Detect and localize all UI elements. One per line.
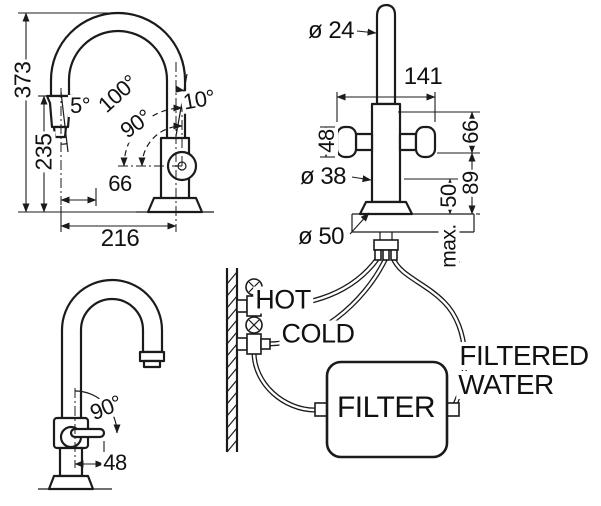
swivel-10-angle-label: 10°	[179, 84, 219, 115]
hot-water-label: HOT	[253, 284, 313, 315]
dim-total-height-label: 373	[9, 59, 36, 101]
dim-handle-48-label: 48	[314, 127, 339, 155]
lever	[69, 427, 106, 439]
side-view-faucet	[18, 11, 214, 232]
handle-48-dim-label: 48	[101, 450, 129, 475]
dim-reach-216-label: 216	[98, 225, 142, 252]
max-depth-label: max.	[437, 222, 461, 270]
handle-view-faucet	[38, 278, 166, 491]
cold-valve	[236, 316, 271, 355]
filtered-water-label-line2: WATER	[456, 369, 556, 400]
wall	[225, 268, 239, 453]
escutcheon	[358, 200, 414, 216]
spout-tube	[375, 3, 397, 106]
aerator	[138, 350, 166, 363]
cold-water-label: COLD	[279, 318, 357, 349]
dim-outlet-height-label: 235	[30, 131, 57, 173]
counter-slab	[351, 213, 475, 233]
base	[47, 474, 95, 491]
body-diameter-label: ø 38	[297, 163, 349, 190]
spray-tilt-angle-label: 5°	[67, 93, 93, 118]
body	[370, 102, 402, 204]
dim-offset-66-label: 66	[106, 171, 134, 196]
filtered-water-label-line1: FILTERED	[457, 340, 591, 371]
filter-label: FILTER	[334, 391, 438, 424]
front-view-faucet	[320, 3, 480, 263]
dim-width-141-label: 141	[401, 63, 445, 90]
base-diameter-label: ø 50	[295, 223, 347, 250]
dim-50-right-label: 50	[436, 182, 461, 210]
spout-diameter-label: ø 24	[305, 17, 357, 44]
dim-66-right-label: 66	[458, 118, 483, 146]
left-handle	[335, 125, 358, 159]
dim-89-right-label: 89	[458, 169, 483, 197]
mounting-nut	[373, 239, 399, 251]
right-handle	[414, 125, 437, 159]
base	[146, 196, 204, 214]
